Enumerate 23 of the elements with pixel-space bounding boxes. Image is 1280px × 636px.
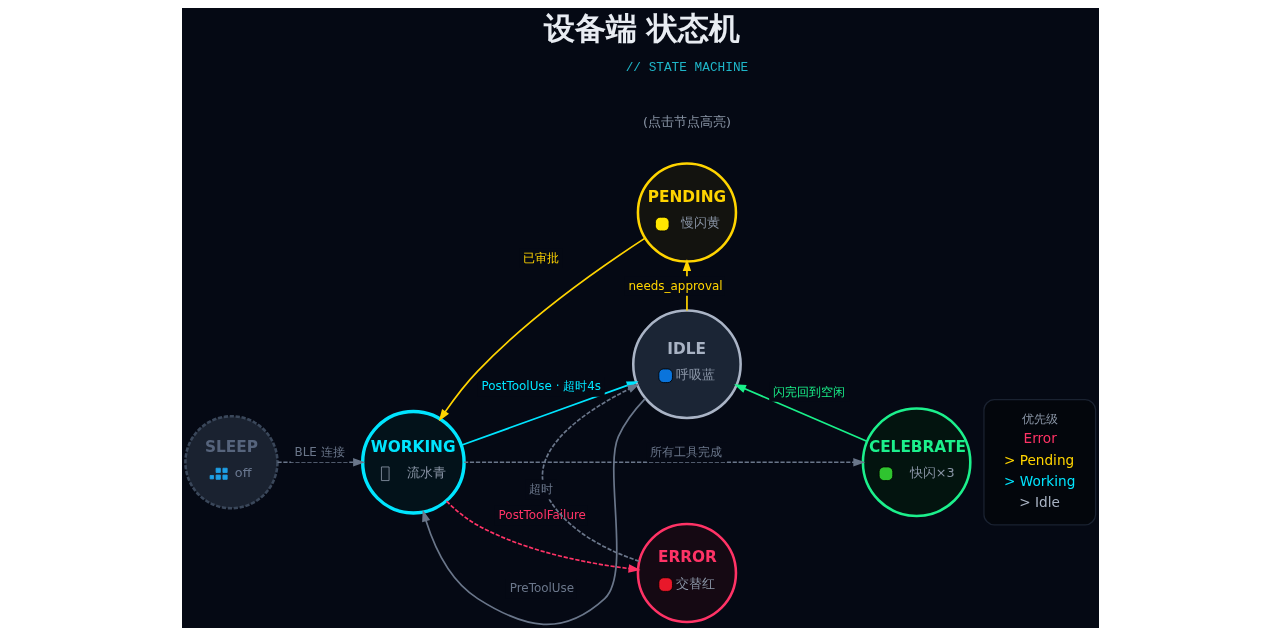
diagram-title: 设备端 状态机 <box>543 10 740 46</box>
label: (点击节点高亮) <box>642 114 731 130</box>
arrow <box>462 458 865 467</box>
edge-label: 超时 <box>528 482 553 497</box>
edge-label: PreToolUse <box>509 581 574 596</box>
label: // STATE MACHINE <box>625 59 748 75</box>
edge-label: 闪完回到空闲 <box>772 384 845 399</box>
node-circle: ERROR 交替红 <box>636 522 737 624</box>
edge-label: needs_approval <box>628 278 723 293</box>
arrow <box>445 500 640 573</box>
edge-label: BLE 连接 <box>293 445 345 460</box>
node-circle: SLEEP off <box>183 414 279 510</box>
edge-label: PostToolFailure <box>498 508 586 523</box>
node-circle: IDLE 呼吸蓝 <box>631 309 742 420</box>
arrow <box>421 397 646 626</box>
edge-label: 所有工具完成 <box>649 445 722 460</box>
edge-label: PostToolUse · 超时4s <box>481 379 601 394</box>
arrow <box>438 237 646 422</box>
arrow <box>276 458 365 467</box>
node-circle: PENDING 慢闪黄 <box>636 162 737 263</box>
node-box: 优先级 Error > Pending > Working > Idle <box>982 399 1096 526</box>
edge-label: 已审批 <box>522 250 559 265</box>
node-circle: CELEBRATE 快闪×3 <box>861 407 972 518</box>
